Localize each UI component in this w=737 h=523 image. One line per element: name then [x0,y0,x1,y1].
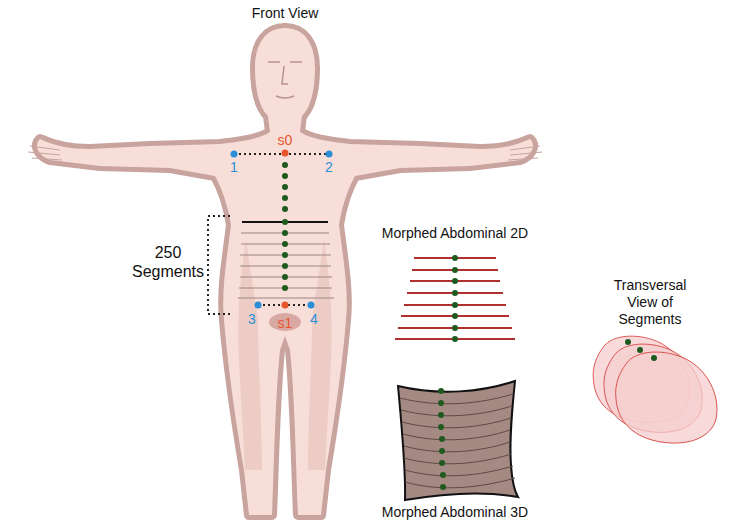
panel-title: Transversal View of Segments [607,277,694,327]
segment-count: 250 Segments [129,243,207,281]
panel-title: Morphed Abdominal 3D [382,504,528,521]
segment-lines [238,222,334,298]
transversal-segments [593,336,717,443]
body-outline [28,28,542,515]
abdominal-3d [398,381,518,500]
segment-bracket [208,216,232,314]
hip-line [255,302,315,309]
callout-number: 3 [248,311,256,328]
view-title: Front View [252,5,319,22]
abdominal-2d [395,255,515,342]
spine-dots [282,162,288,291]
point-label: s0 [278,132,293,149]
callout-number: 2 [325,159,333,176]
callout-number: 1 [230,159,238,176]
shoulder-line [231,150,333,158]
point-label: s1 [278,315,293,332]
callout-number: 4 [310,311,318,328]
transversal-dots [625,339,657,361]
panel-title: Morphed Abdominal 2D [382,225,528,242]
